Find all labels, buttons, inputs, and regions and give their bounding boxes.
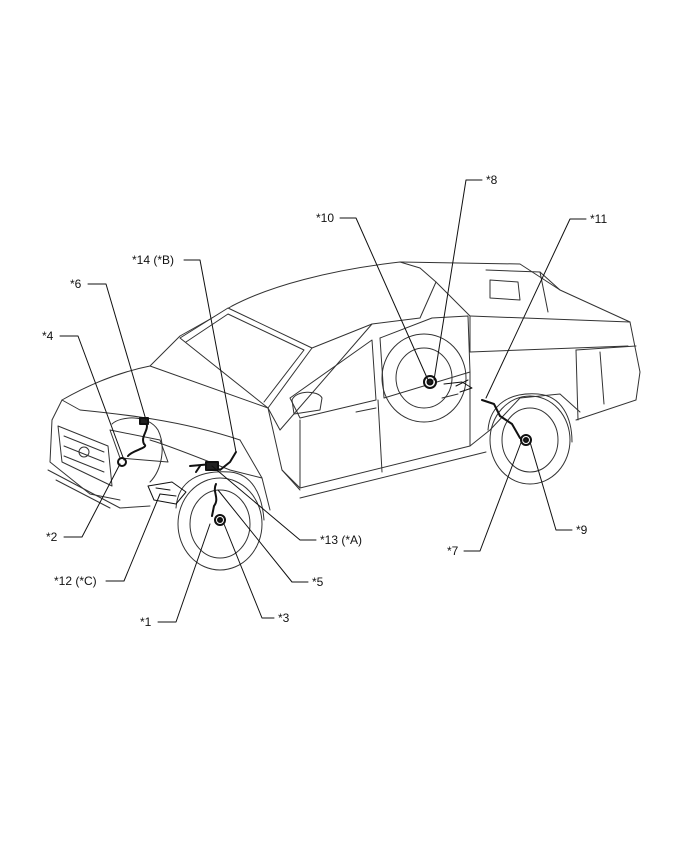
spare-tire [381, 333, 467, 423]
callout-1: *1 [140, 615, 152, 629]
front-right-wheel-hidden [111, 417, 163, 483]
truck-body [47, 261, 641, 511]
front-left-wheel [175, 471, 265, 571]
callout-5: *5 [312, 575, 324, 589]
rear-left-wheel [487, 393, 573, 485]
callout-14: *14 (*B) [132, 253, 175, 267]
callout-4: *4 [42, 329, 54, 343]
callout-8: *8 [486, 173, 498, 187]
callout-13: *13 (*A) [320, 533, 363, 547]
leader-lines [59, 179, 587, 623]
callout-11: *11 [590, 212, 608, 226]
callout-2: *2 [46, 530, 58, 544]
callout-7: *7 [447, 544, 459, 558]
callout-3: *3 [278, 611, 290, 625]
callout-6: *6 [70, 277, 82, 291]
callout-10: *10 [316, 211, 335, 225]
callout-12: *12 (*C) [54, 574, 97, 588]
callout-9: *9 [576, 523, 588, 537]
